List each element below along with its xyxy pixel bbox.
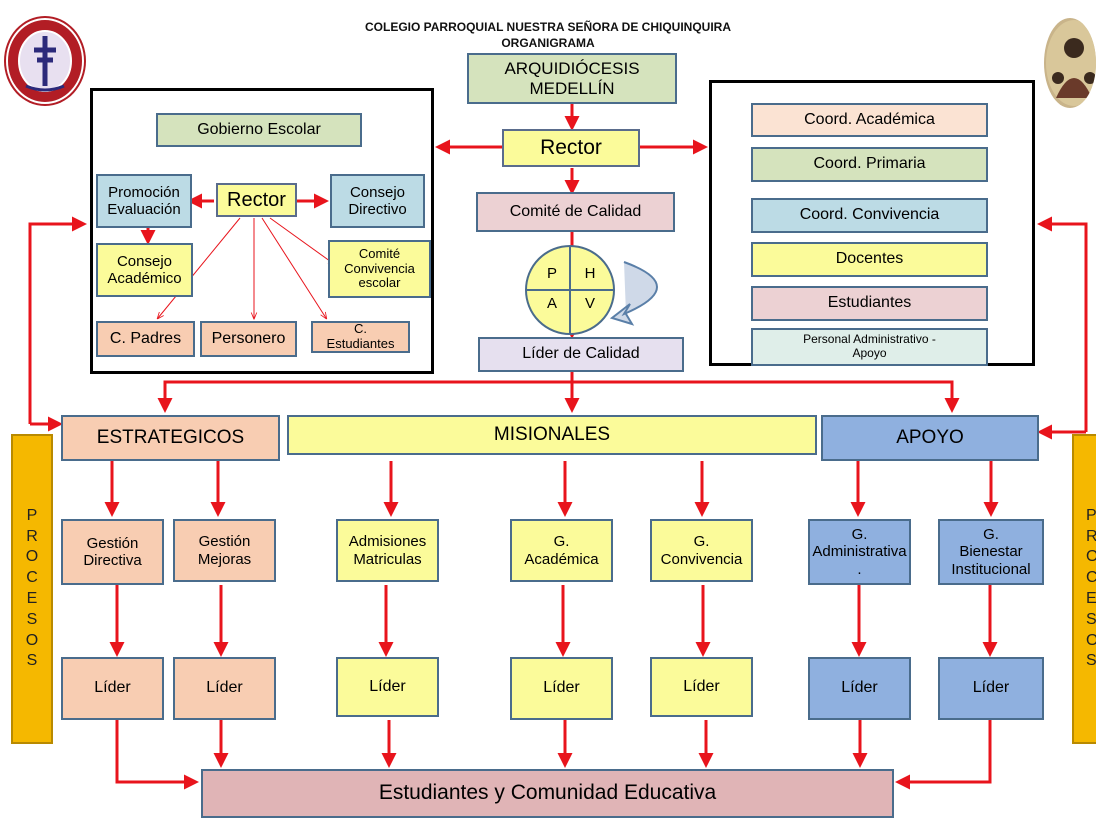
coord-convivencia-box: Coord. Convivencia [751, 198, 988, 233]
gestion-mejoras-box: Gestión Mejoras [173, 519, 276, 582]
virgin-image-logo [1044, 18, 1096, 108]
phva-a: A [546, 295, 557, 313]
comite-calidad-box: Comité de Calidad [476, 192, 675, 232]
consejo-estudiantes-box: C. Estudiantes [311, 321, 410, 353]
gestion-administrativa-box: G. Administrativa . [808, 519, 911, 585]
phva-cycle-diagram [525, 245, 658, 335]
lider-mejoras-box: Líder [173, 657, 276, 720]
school-crest-logo [4, 16, 86, 106]
coord-primaria-box: Coord. Primaria [751, 147, 988, 182]
coord-academica-box: Coord. Académica [751, 103, 988, 137]
estudiantes-box: Estudiantes [751, 286, 988, 321]
padres-box: C. Padres [96, 321, 195, 357]
gobierno-escolar-box: Gobierno Escolar [156, 113, 362, 147]
estrategicos-header: ESTRATEGICOS [61, 415, 280, 461]
misionales-header: MISIONALES [287, 415, 817, 455]
lider-bienestar-box: Líder [938, 657, 1044, 720]
school-name: COLEGIO PARROQUIAL NUESTRA SEÑORA DE CHI… [364, 20, 732, 34]
gestion-academica-box: G. Académica [510, 519, 613, 582]
admisiones-matriculas-box: Admisiones Matriculas [336, 519, 439, 582]
lider-directiva-box: Líder [61, 657, 164, 720]
comite-convivencia-box: Comité Convivencia escolar [328, 240, 431, 298]
phva-p: P [546, 265, 557, 283]
gestion-convivencia-box: G. Convivencia [650, 519, 753, 582]
doc-title: ORGANIGRAMA [501, 36, 595, 50]
lider-convivencia-box: Líder [650, 657, 753, 717]
personal-administrativo-box: Personal Administrativo - Apoyo [751, 328, 988, 366]
lider-calidad-box: Líder de Calidad [478, 337, 684, 372]
gestion-bienestar-box: G. Bienestar Institucional [938, 519, 1044, 585]
consejo-directivo-box: Consejo Directivo [330, 174, 425, 228]
apoyo-header: APOYO [821, 415, 1039, 461]
arquidiocesis-box: ARQUIDIÓCESIS MEDELLÍN [467, 53, 677, 104]
promocion-evaluacion-box: Promoción Evaluación [96, 174, 192, 228]
lider-admisiones-box: Líder [336, 657, 439, 717]
rector-main-box: Rector [502, 129, 640, 167]
phva-h: H [584, 265, 596, 283]
consejo-academico-box: Consejo Académico [96, 243, 193, 297]
gestion-directiva-box: Gestión Directiva [61, 519, 164, 585]
rector-inner-box: Rector [216, 183, 297, 217]
phva-v: V [584, 295, 595, 313]
personero-box: Personero [200, 321, 297, 357]
comunidad-educativa-box: Estudiantes y Comunidad Educativa [201, 769, 894, 818]
docentes-box: Docentes [751, 242, 988, 277]
lider-administrativa-box: Líder [808, 657, 911, 720]
lider-academica-box: Líder [510, 657, 613, 720]
